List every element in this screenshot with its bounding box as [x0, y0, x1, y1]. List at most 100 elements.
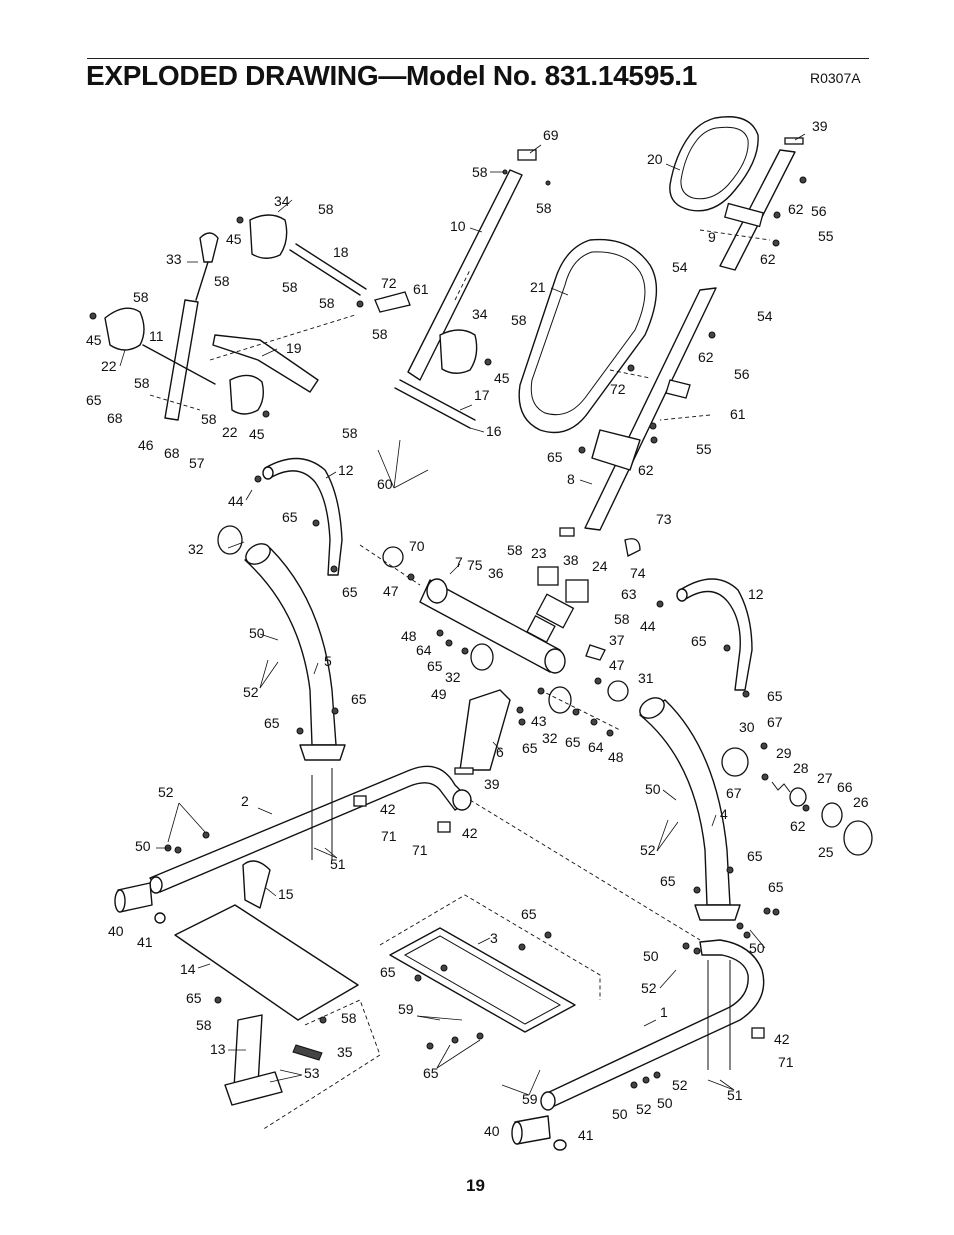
callout-28: 28 [793, 760, 809, 776]
callout-34: 34 [472, 306, 488, 322]
callout-58: 58 [372, 326, 388, 342]
callout-34: 34 [274, 193, 290, 209]
knob-25 [843, 820, 873, 856]
callout-5: 5 [324, 653, 332, 669]
cap-69 [517, 149, 537, 161]
callout-50: 50 [612, 1106, 628, 1122]
callout-65: 65 [768, 879, 784, 895]
callout-31: 31 [638, 670, 654, 686]
callout-67: 67 [726, 785, 742, 801]
callout-70: 70 [409, 538, 425, 554]
callout-30: 30 [739, 719, 755, 735]
callout-41: 41 [578, 1127, 594, 1143]
callout-43: 43 [531, 713, 547, 729]
callout-45: 45 [86, 332, 102, 348]
bearing-27 [789, 787, 807, 807]
plug-42-c [751, 1027, 765, 1039]
callout-58: 58 [318, 201, 334, 217]
callout-63: 63 [621, 586, 637, 602]
callout-52: 52 [158, 784, 174, 800]
callout-65: 65 [767, 688, 783, 704]
callout-35: 35 [337, 1044, 353, 1060]
callout-16: 16 [486, 423, 502, 439]
backrest-post-9 [719, 149, 796, 271]
callout-68: 68 [107, 410, 123, 426]
callout-38: 38 [563, 552, 579, 568]
callout-48: 48 [608, 749, 624, 765]
foot-plate-14 [174, 904, 359, 1021]
callout-22: 22 [101, 358, 117, 374]
callout-20: 20 [647, 151, 663, 167]
callouts: 69 58 58 10 39 20 62 56 55 9 62 34 45 58… [86, 118, 869, 1143]
callout-12: 12 [748, 586, 764, 602]
callout-50: 50 [657, 1095, 673, 1111]
foot-41-left [154, 912, 166, 924]
callout-55: 55 [696, 441, 712, 457]
spring-28 [771, 781, 791, 793]
callout-61: 61 [730, 406, 746, 422]
bracket-24 [565, 579, 589, 603]
callout-58: 58 [341, 1010, 357, 1026]
callout-22: 22 [222, 424, 238, 440]
callout-62: 62 [698, 349, 714, 365]
callout-23: 23 [531, 545, 547, 561]
callout-24: 24 [592, 558, 608, 574]
callout-50: 50 [645, 781, 661, 797]
callout-58: 58 [342, 425, 358, 441]
knob-37 [585, 644, 606, 661]
callout-3: 3 [490, 930, 498, 946]
cap-32-left [217, 525, 243, 555]
callout-1: 1 [660, 1004, 668, 1020]
cap-39-bottom [454, 767, 474, 775]
callout-68: 68 [164, 445, 180, 461]
callout-39: 39 [812, 118, 828, 134]
callout-7: 7 [455, 554, 463, 570]
callout-69: 69 [543, 127, 559, 143]
callout-10: 10 [450, 218, 466, 234]
callout-49: 49 [431, 686, 447, 702]
callout-58: 58 [319, 295, 335, 311]
backrest-20 [669, 116, 759, 212]
callout-62: 62 [760, 251, 776, 267]
page-number: 19 [466, 1176, 485, 1195]
callout-65: 65 [565, 734, 581, 750]
callout-58: 58 [511, 312, 527, 328]
cap-39-top [784, 137, 804, 145]
callout-41: 41 [137, 934, 153, 950]
callout-65: 65 [380, 964, 396, 980]
seat-frame-8 [584, 287, 717, 531]
callout-71: 71 [381, 828, 397, 844]
callout-58: 58 [196, 1017, 212, 1033]
callout-9: 9 [708, 229, 716, 245]
bolt-38 [559, 527, 575, 537]
callout-25: 25 [818, 844, 834, 860]
roller-tube-18 [289, 243, 367, 296]
callout-2: 2 [241, 793, 249, 809]
callout-60: 60 [377, 476, 393, 492]
leg-post-10 [407, 169, 523, 381]
callout-55: 55 [818, 228, 834, 244]
assembly-guides [149, 229, 771, 1131]
drawing-reference: R0307A [810, 70, 861, 86]
pivot-tube-7 [419, 578, 575, 674]
callout-58: 58 [133, 289, 149, 305]
callout-15: 15 [278, 886, 294, 902]
callout-75: 75 [467, 557, 483, 573]
callout-19: 19 [286, 340, 302, 356]
callout-72: 72 [381, 275, 397, 291]
callout-39: 39 [484, 776, 500, 792]
callout-50: 50 [643, 948, 659, 964]
callout-65: 65 [264, 715, 280, 731]
seat-cushion-21 [518, 238, 658, 434]
strap-35 [292, 1044, 323, 1061]
callout-65: 65 [691, 633, 707, 649]
callout-71: 71 [778, 1054, 794, 1070]
callout-47: 47 [383, 583, 399, 599]
bracket-6 [459, 689, 511, 771]
callout-52: 52 [636, 1101, 652, 1117]
callout-51: 51 [330, 856, 346, 872]
callout-52: 52 [672, 1077, 688, 1093]
callout-40: 40 [108, 923, 124, 939]
callout-18: 18 [333, 244, 349, 260]
